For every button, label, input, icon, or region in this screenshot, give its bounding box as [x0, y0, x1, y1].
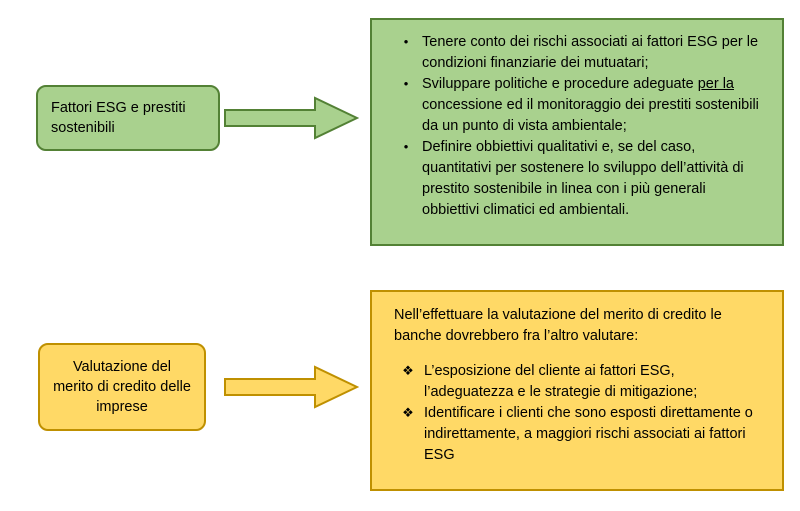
- right-arrow-icon: [224, 96, 359, 140]
- panel-intro-text: Nell’effettuare la valutazione del merit…: [394, 307, 722, 345]
- list-item-text-post: concessione ed il monitoraggio dei prest…: [422, 97, 759, 135]
- esg-factors-label: Fattori ESG e prestiti sostenibili: [51, 100, 186, 136]
- list-item-text: L’esposizione del cliente ai fattori ESG…: [424, 363, 698, 401]
- list-item-text: Tenere conto dei rischi associati ai fat…: [422, 34, 759, 72]
- list-item: • Definire obbiettivi qualitativi e, se …: [390, 137, 760, 221]
- list-item-text-underlined: per la: [697, 76, 734, 93]
- credit-assessment-panel: Nell’effettuare la valutazione del merit…: [370, 290, 784, 491]
- diamond-bullet-icon: ❖: [402, 363, 414, 379]
- list-item-text-pre: Sviluppare politiche e procedure adeguat…: [422, 76, 698, 93]
- bullet-icon: •: [403, 76, 409, 92]
- right-arrow-icon: [224, 365, 359, 409]
- list-item-text: Sviluppare politiche e procedure adeguat…: [422, 74, 760, 137]
- list-item: ❖ Identificare i clienti che sono espost…: [392, 403, 762, 466]
- credit-assessment-label-box: Valutazione del merito di credito delle …: [38, 343, 206, 431]
- esg-guidelines-list: • Tenere conto dei rischi associati ai f…: [390, 32, 760, 221]
- list-item-text: Identificare i clienti che sono esposti …: [424, 405, 753, 464]
- credit-assessment-label: Valutazione del merito di credito delle …: [53, 359, 191, 415]
- bullet-icon: •: [403, 139, 409, 155]
- credit-assessment-list: ❖ L’esposizione del cliente ai fattori E…: [392, 361, 762, 466]
- bullet-icon: •: [403, 34, 409, 49]
- list-item: ❖ L’esposizione del cliente ai fattori E…: [392, 361, 762, 403]
- diamond-bullet-icon: ❖: [402, 405, 414, 421]
- list-item: • Sviluppare politiche e procedure adegu…: [390, 74, 760, 137]
- esg-guidelines-panel: • Tenere conto dei rischi associati ai f…: [370, 18, 784, 246]
- esg-factors-label-box: Fattori ESG e prestiti sostenibili: [36, 85, 220, 151]
- list-item-text: Definire obbiettivi qualitativi e, se de…: [422, 139, 744, 219]
- list-item: • Tenere conto dei rischi associati ai f…: [390, 32, 760, 74]
